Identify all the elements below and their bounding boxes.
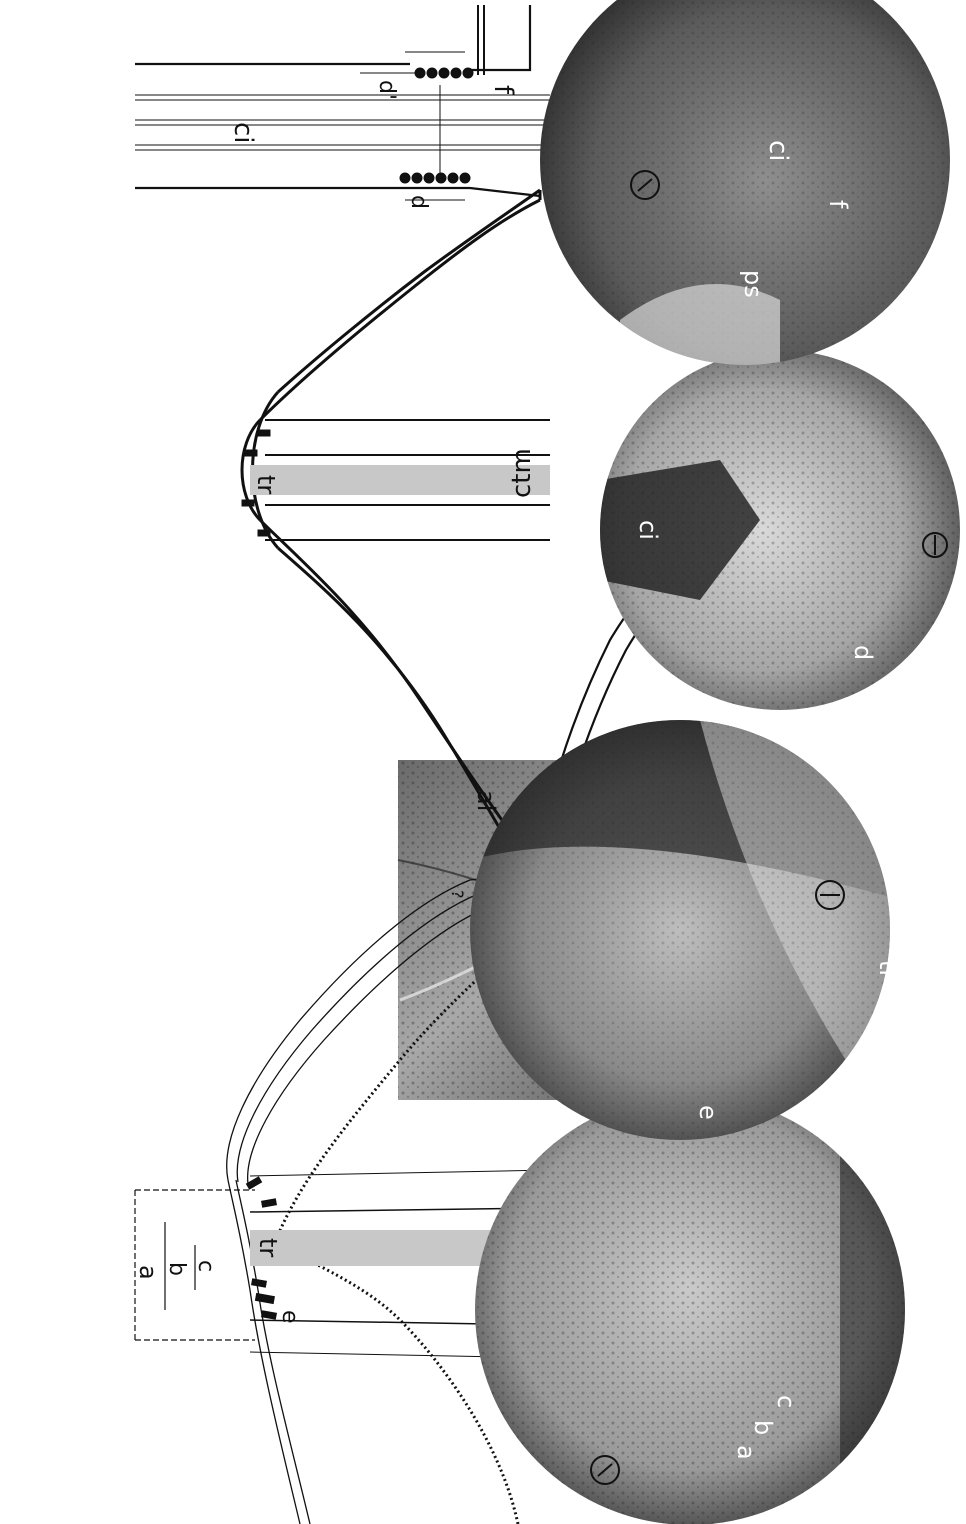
label-c: c: [193, 1260, 218, 1272]
tr-bar-right: [250, 465, 550, 495]
circle1-label-a: a: [732, 1445, 760, 1460]
label-al-right: al: [472, 790, 500, 811]
circle4-label-f: f: [824, 200, 852, 209]
label-d-prime: d': [374, 80, 399, 100]
circle4-label-ps: ps: [739, 270, 767, 298]
label-tr-right: tr: [252, 475, 280, 494]
micrograph-circle-4: ps ci f: [540, 0, 960, 380]
label-d: d: [406, 195, 431, 209]
circle3-label-ci: ci: [634, 520, 662, 540]
diagram-labels: a b c tr e al as al ? g tr ctm d d' ci f: [134, 80, 585, 1324]
circle1-label-c: c: [772, 1395, 800, 1408]
circle1-label-b: b: [749, 1420, 777, 1435]
micrograph-circle-1: a b c: [470, 1090, 920, 1524]
label-a: a: [134, 1265, 162, 1280]
circle4-label-ci: ci: [763, 140, 793, 162]
label-f: f: [488, 85, 518, 95]
label-tr-left: tr: [254, 1238, 282, 1257]
label-question: ?: [448, 890, 467, 899]
label-ci: ci: [228, 122, 258, 144]
circle3-label-d: d: [849, 645, 877, 660]
label-ctm: ctm: [507, 448, 537, 498]
circle2-label-tr: tr: [874, 960, 902, 979]
micrograph-circle-3: ci d: [600, 350, 960, 710]
label-e: e: [277, 1310, 302, 1324]
label-b: b: [164, 1262, 189, 1276]
circle2-label-e: e: [694, 1105, 722, 1120]
